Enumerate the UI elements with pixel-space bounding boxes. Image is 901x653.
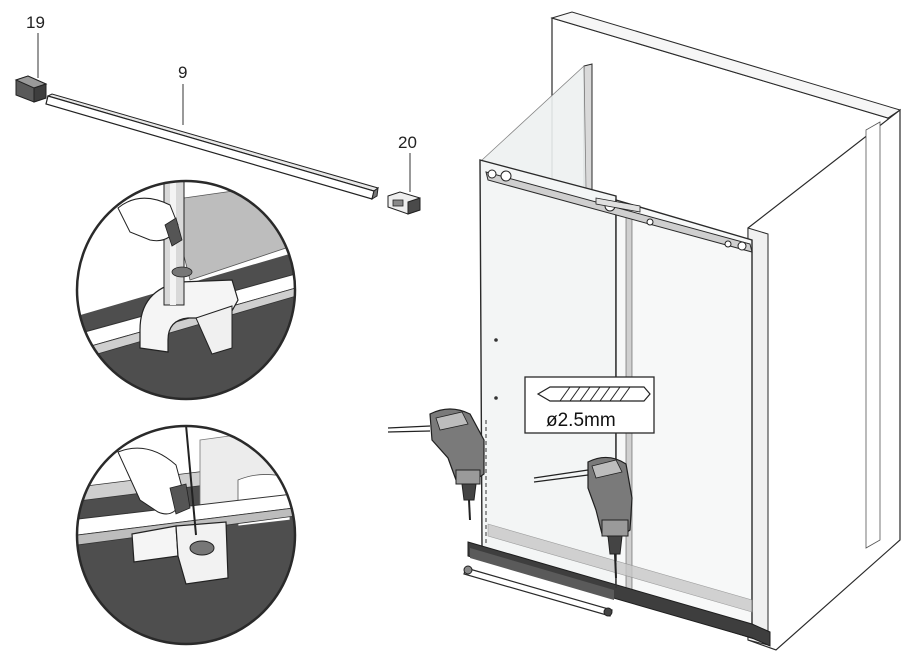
shower-enclosure [463, 11, 901, 651]
callout-9-label: 9 [178, 63, 187, 82]
drill-bit-spec-box: ø2.5mm [524, 376, 655, 434]
parts-group: 19 9 20 [14, 13, 421, 215]
drill-size-label: ø2.5mm [546, 410, 616, 431]
top-slide-bar [485, 171, 753, 253]
detail-circle-top [75, 179, 297, 401]
bottom-track [467, 541, 771, 647]
detail-circle-bottom-border [75, 424, 297, 646]
front-glass-panel [479, 159, 617, 591]
part-20-end-cap [387, 191, 421, 215]
drill-left [387, 408, 485, 521]
part-19-end-cap [14, 75, 48, 103]
drill-bit-icon [536, 386, 651, 402]
callout-19-label: 19 [26, 13, 45, 32]
part-9-guide-rail [45, 93, 380, 201]
callout-20-label: 20 [398, 133, 417, 152]
detail-circle-bottom [75, 424, 297, 646]
drill-right [533, 456, 633, 579]
detail-circle-top-border [75, 179, 297, 401]
